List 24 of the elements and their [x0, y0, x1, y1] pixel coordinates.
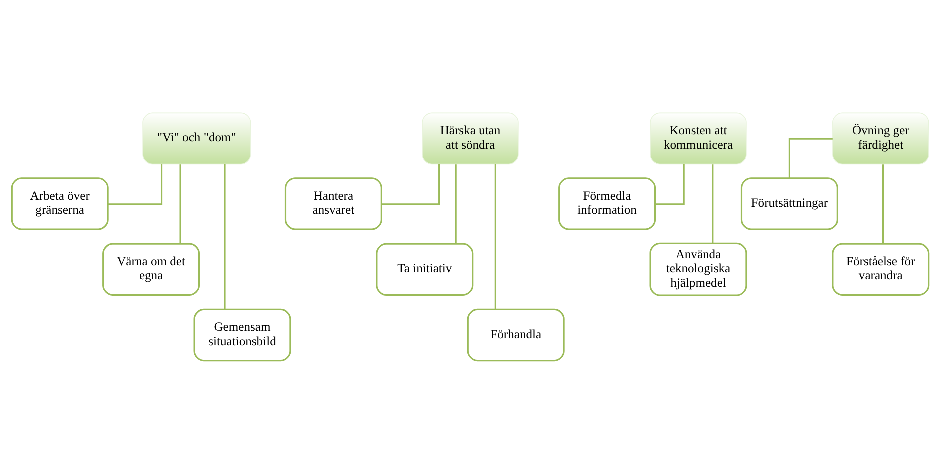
connector	[179, 164, 181, 244]
node-box: Gemensam situationsbild	[193, 308, 291, 362]
node-box: Förhandla	[466, 308, 564, 362]
node-box: Förmedla information	[558, 178, 656, 230]
connector	[882, 164, 884, 244]
node-box: "Vi" och "dom"	[142, 112, 251, 165]
node-box: Arbeta över gränserna	[10, 178, 108, 230]
connector	[224, 164, 226, 310]
node-box: Hantera ansvaret	[284, 178, 382, 230]
connector	[494, 164, 496, 310]
connector	[108, 164, 162, 206]
node-box: Konsten att kommunicera	[650, 112, 746, 165]
node-box: Värna om det egna	[102, 243, 200, 296]
node-box: Förståelse för varandra	[832, 243, 930, 296]
node-box: Härska utan att söndra	[422, 112, 518, 165]
connector	[454, 164, 456, 244]
node-box: Övning ger färdighet	[832, 112, 929, 165]
connector	[788, 138, 832, 178]
node-box: Ta initiativ	[376, 243, 474, 296]
node-box: Använda teknologiska hjälpmedel	[649, 242, 747, 296]
connector	[654, 164, 684, 206]
connector	[381, 164, 440, 206]
connector	[712, 164, 714, 244]
node-box: Förutsättningar	[740, 178, 838, 230]
